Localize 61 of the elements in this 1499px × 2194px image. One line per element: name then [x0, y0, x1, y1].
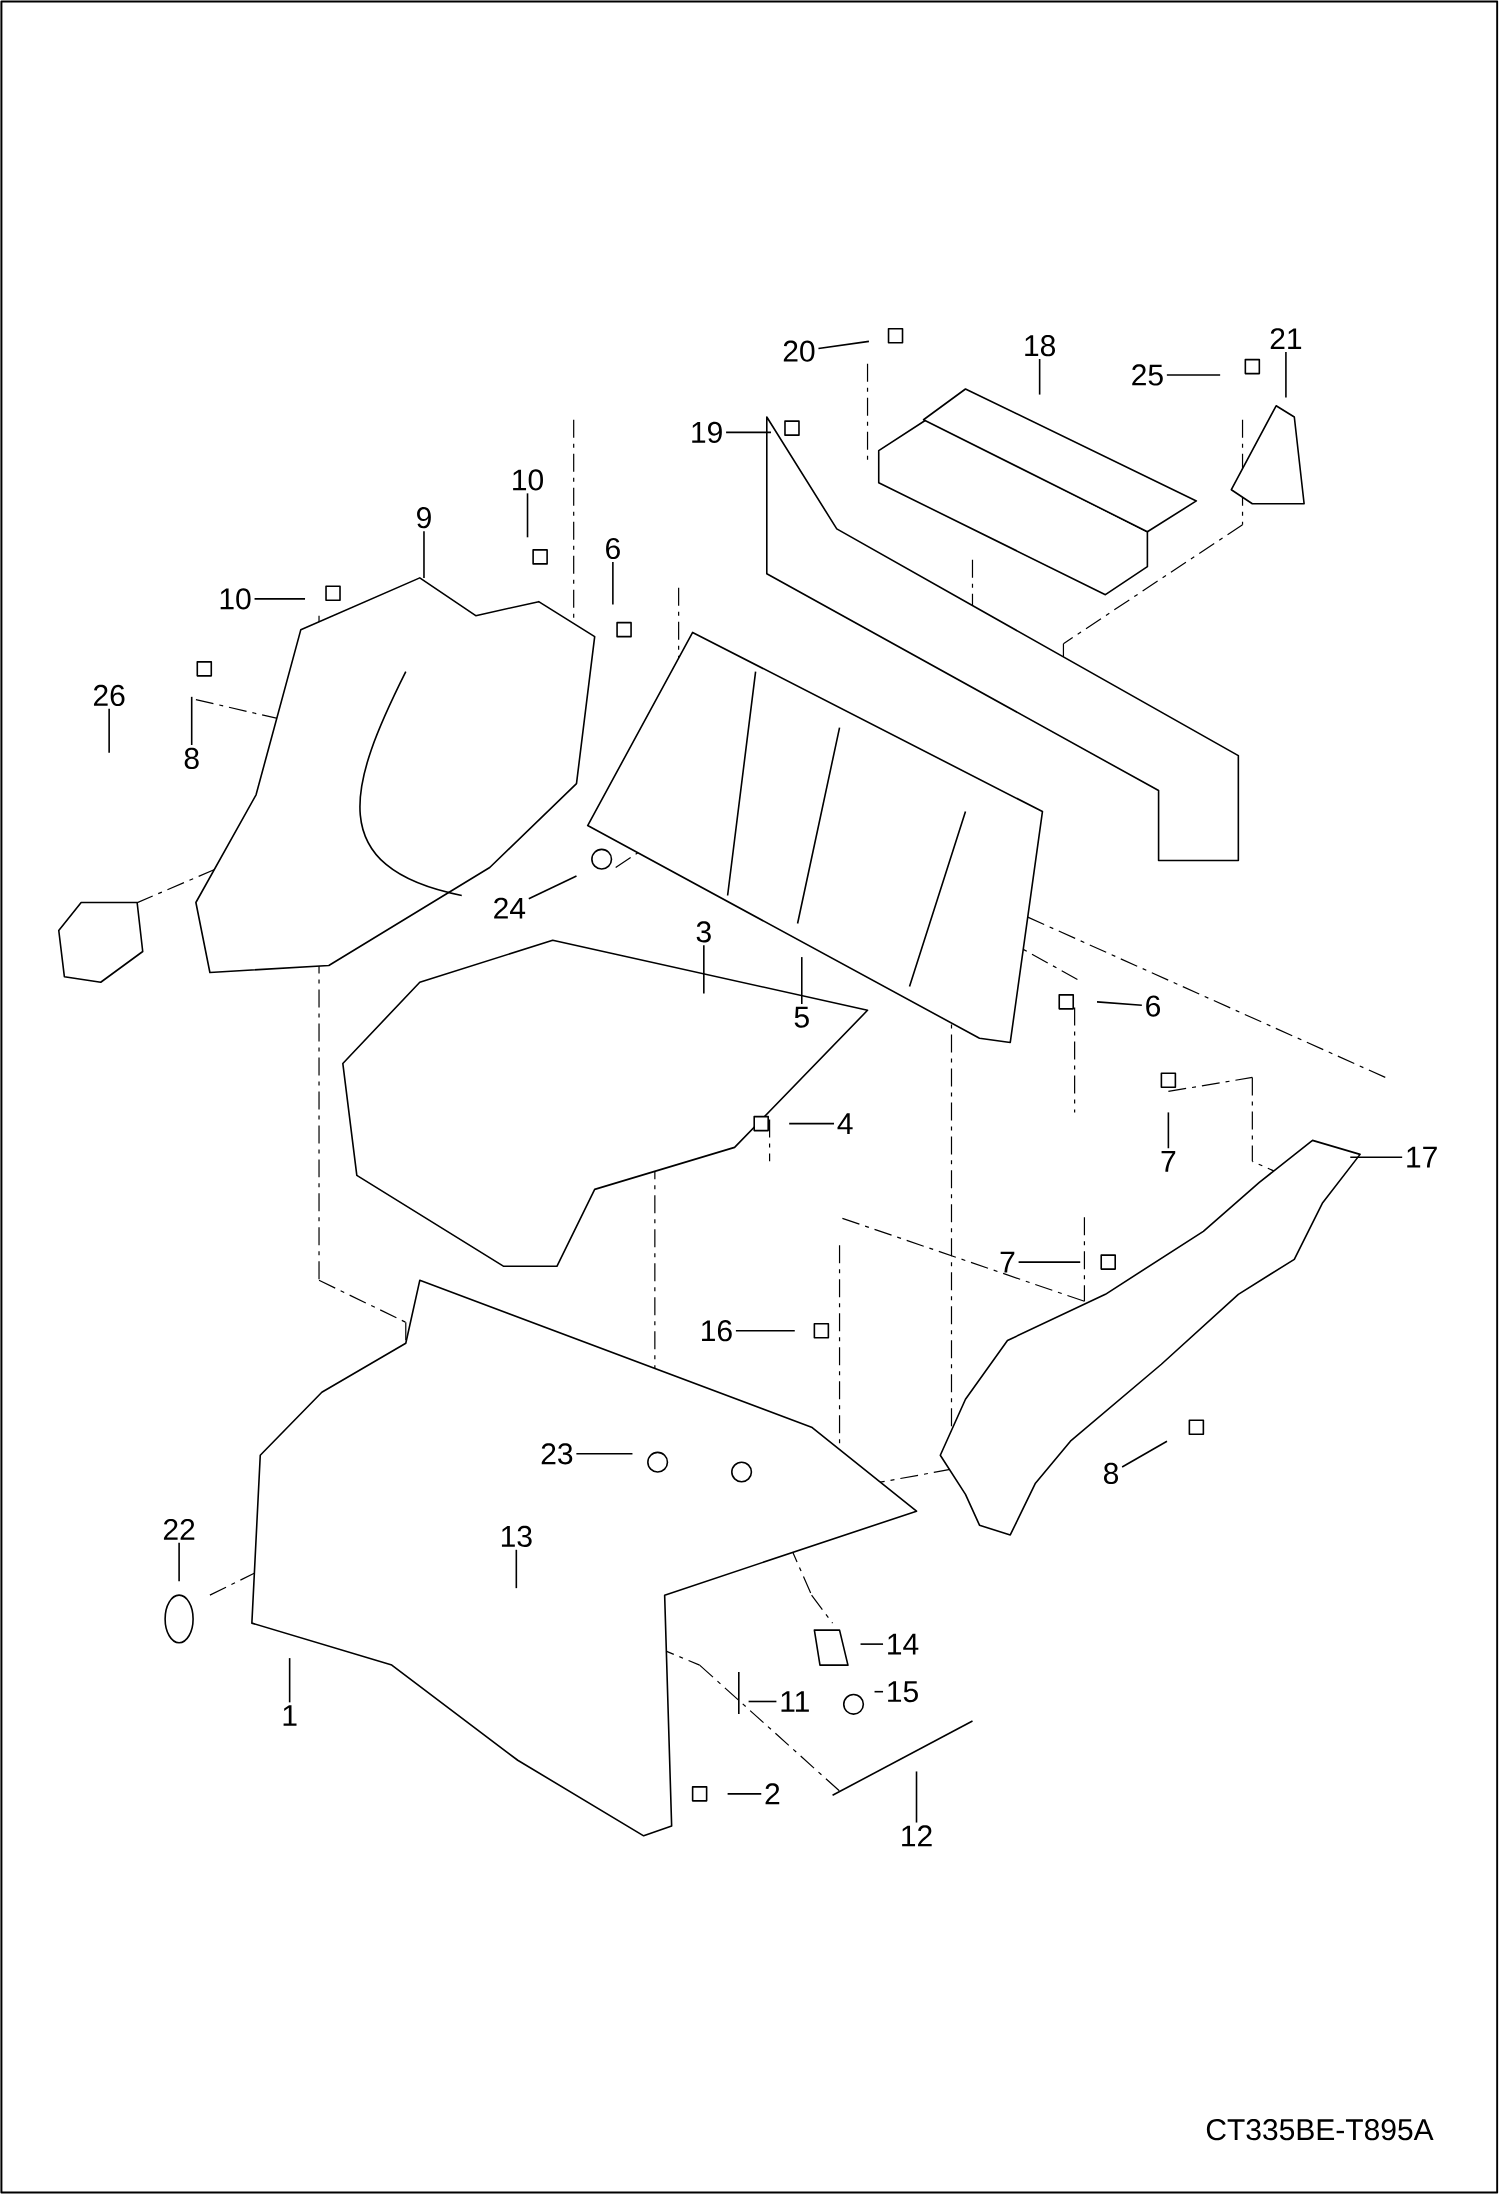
- leader-line: [1121, 1440, 1168, 1468]
- callout-number: 14: [888, 1633, 919, 1655]
- callout-number: 6: [1146, 995, 1161, 1017]
- leader-line: [801, 956, 803, 1005]
- leader-line: [575, 1453, 634, 1455]
- callout-number: 5: [794, 1006, 810, 1028]
- leader-line: [725, 431, 772, 434]
- callout-number: 21: [1270, 328, 1302, 350]
- leader-line: [423, 530, 425, 579]
- leader-line: [612, 561, 614, 606]
- callout-number: 12: [902, 1825, 932, 1847]
- leader-line: [289, 1657, 291, 1704]
- leader-line: [191, 696, 193, 746]
- leader-line: [727, 1793, 763, 1795]
- callout-number: 18: [1025, 335, 1056, 357]
- leader-line: [873, 1690, 885, 1693]
- leader-line: [178, 1541, 181, 1582]
- leader-line: [859, 1643, 885, 1645]
- leader-line: [515, 1549, 518, 1589]
- callout-number: 25: [1132, 364, 1163, 386]
- callout-number: 6: [606, 537, 621, 560]
- callout-number: 19: [692, 421, 723, 443]
- callout-number: 8: [1104, 1462, 1119, 1484]
- callout-number: 24: [494, 897, 526, 919]
- callout-number: 13: [502, 1525, 532, 1547]
- callout-number: 10: [513, 469, 544, 491]
- leader-line: [915, 1770, 918, 1824]
- leader-line: [1039, 358, 1041, 396]
- leader-line: [703, 944, 705, 995]
- callout-number: 7: [1000, 1251, 1015, 1273]
- callout-number: 26: [94, 684, 125, 707]
- callout-number: 2: [765, 1783, 780, 1805]
- leader-line: [1096, 1001, 1143, 1006]
- leader-line: [1349, 1156, 1404, 1158]
- callout-number: 3: [696, 921, 712, 943]
- leader-line: [108, 708, 111, 754]
- leader-line: [1166, 374, 1222, 376]
- callout-number: 22: [164, 1518, 195, 1540]
- callout-number: 23: [541, 1443, 573, 1465]
- callout-number: 11: [781, 1691, 810, 1712]
- leader-line: [1167, 1111, 1170, 1150]
- leader-line: [748, 1700, 778, 1703]
- callout-number: 7: [1161, 1151, 1176, 1172]
- callout-number: 20: [784, 340, 815, 362]
- callout-number: 9: [417, 507, 432, 529]
- leader-line: [253, 598, 307, 600]
- callout-number: 10: [220, 588, 251, 610]
- leader-line: [528, 875, 578, 900]
- callout-number: 8: [184, 747, 199, 769]
- callout-number: 1: [283, 1705, 297, 1726]
- callout-number: 16: [702, 1320, 732, 1342]
- leader-line: [1285, 351, 1287, 399]
- leader-line: [735, 1329, 796, 1332]
- leader-line: [1018, 1261, 1082, 1263]
- leader-line: [817, 340, 870, 350]
- drawing-number: CT335BE-T895A: [1207, 2119, 1434, 2141]
- callout-number: 17: [1407, 1146, 1437, 1168]
- callout-number: 4: [837, 1113, 853, 1134]
- leader-line: [526, 492, 529, 539]
- callout-number: 15: [888, 1681, 919, 1703]
- leader-line: [788, 1122, 835, 1125]
